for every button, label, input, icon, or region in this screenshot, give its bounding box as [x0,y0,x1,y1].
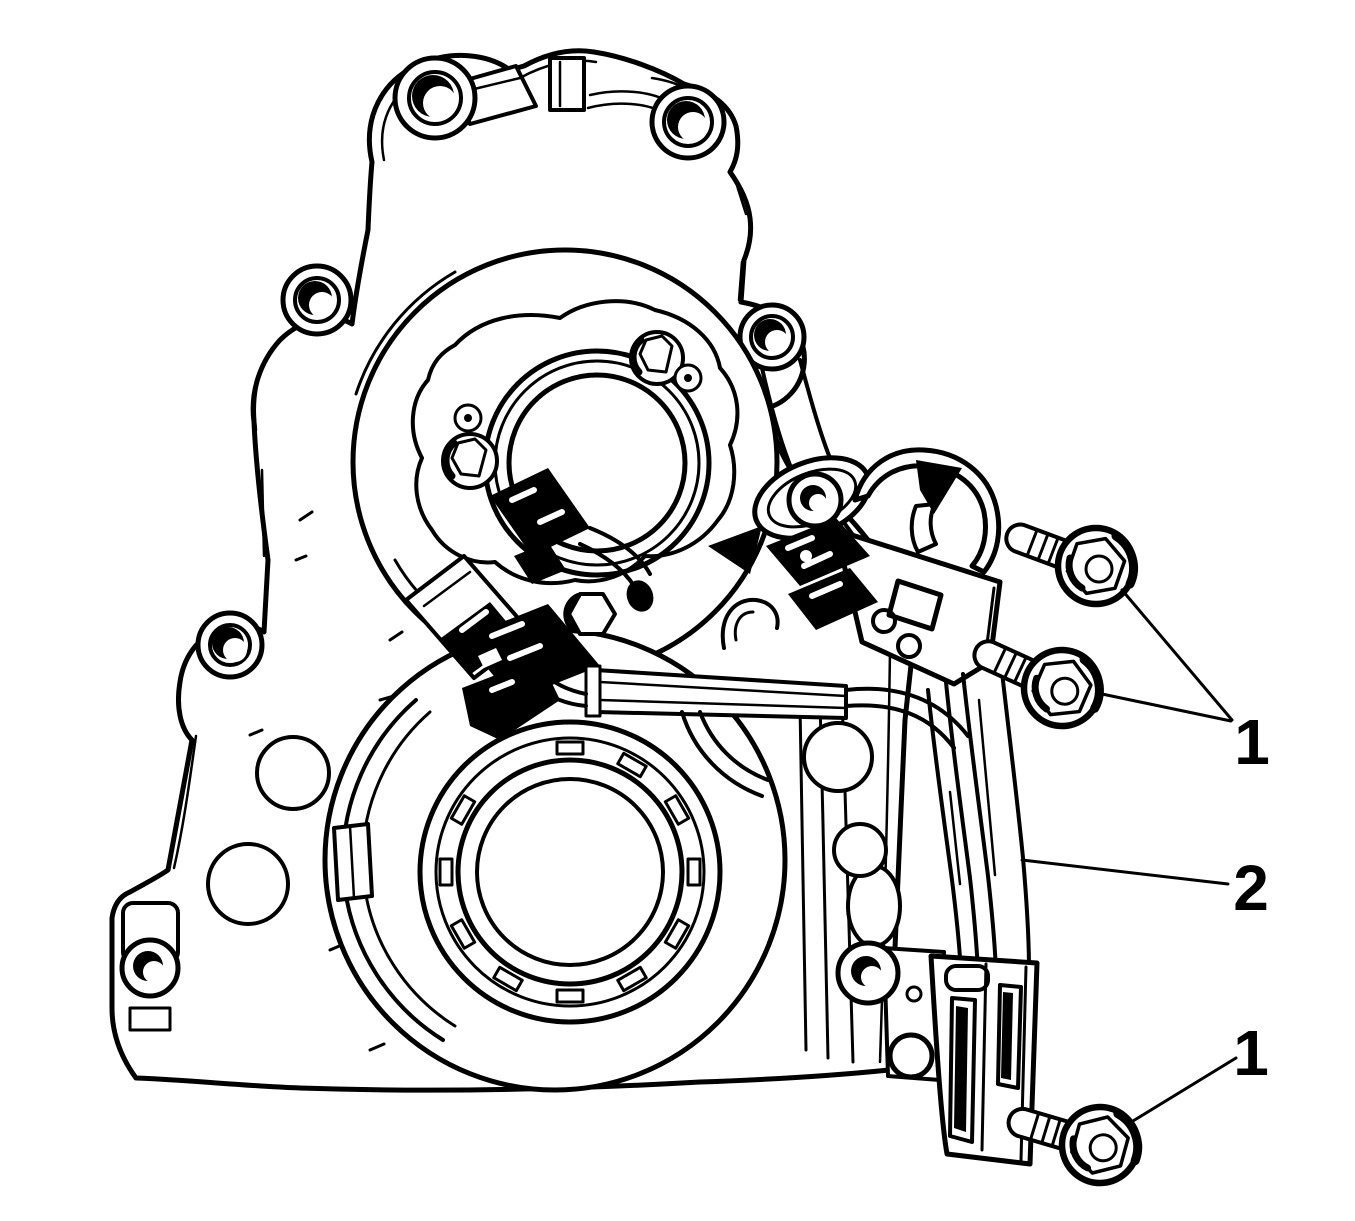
sensor-connector-cluster [404,468,652,740]
hood-arrow [916,460,962,514]
bolt-boss-left-upper [280,263,354,337]
port-hole-right-lower [832,822,888,878]
flange-bolt-left [441,432,499,490]
box-slot [886,578,944,632]
box-harness-connectors [708,518,878,630]
callout-1-upper: 1 [1234,706,1270,778]
cam-sensor-connector [490,468,590,556]
sensor-box [833,527,1003,687]
harness-clip [720,597,780,650]
harness-bracket [926,661,1040,1167]
bolt-boss-right-upper [737,302,807,372]
camshaft-bore-flange [410,299,740,612]
port-hole-left-lower [206,842,290,926]
flange-lower-hole [626,580,654,612]
bolt-boss-left-middle [195,610,265,680]
mounting-lug-bottom-left [119,901,181,1032]
leader-line-bolt-lower [1126,1056,1238,1126]
flange-bolt-upper [629,330,685,386]
leader-line-bolt-upper [1120,588,1234,722]
cover-right-details [798,518,946,1082]
flange-pin-holes [453,363,703,433]
bracket-hood [852,447,1002,575]
crankshaft-oil-seal [417,719,723,1025]
callouts: 1 2 1 [1020,588,1270,1126]
bolt-boss-top-left [392,55,478,141]
connector-arrow [708,526,762,574]
bracket-bottom-connector [928,953,1040,1167]
hex-fitting [563,592,617,636]
bolt-middle [970,640,1103,728]
callout-1-lower: 1 [1233,1017,1269,1089]
bolt-upper [1006,525,1134,604]
callout-2: 2 [1233,852,1269,924]
wiring-harness [534,597,970,798]
bolt-boss-right-lower [835,940,901,1006]
port-hole-right-upper [802,721,874,793]
leader-line-bolt-middle [1100,692,1233,723]
d-shaped-hole [846,864,902,948]
port-hole-left-upper [255,735,331,811]
leader-line-bracket [1020,858,1230,886]
right-sensor-assembly [708,358,1003,687]
seal-crimp-tabs [438,740,702,1004]
bolt-boss-top-right [649,83,727,161]
